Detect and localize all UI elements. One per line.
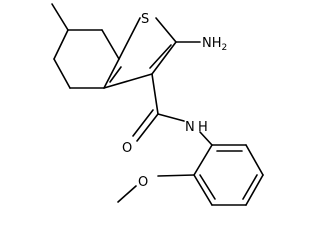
bond [157, 113, 185, 122]
methoxy-group [117, 174, 195, 203]
bond [199, 131, 213, 146]
bond [103, 58, 120, 89]
bond [151, 41, 177, 75]
amino-subscript: 2 [222, 43, 228, 53]
bond [149, 44, 172, 69]
methyl-bond [51, 3, 69, 31]
amino-nh: NH [202, 36, 222, 51]
molecule-drawing: S NH2 N H O O [51, 3, 264, 206]
benzene-ring [193, 144, 264, 206]
amide-h-label: H [198, 120, 208, 135]
bond [53, 58, 71, 89]
sulfur-label: S [141, 12, 149, 27]
thiophene-ring [103, 17, 177, 89]
bond [157, 174, 195, 177]
methoxy-oxygen-label: O [138, 175, 148, 190]
amide-n-label: N [185, 120, 195, 135]
bond [109, 66, 122, 83]
bond [53, 29, 69, 60]
bond [193, 144, 213, 176]
bond [118, 17, 141, 60]
bond [151, 73, 159, 115]
bond [193, 174, 213, 206]
bond [117, 185, 137, 203]
structure-canvas: S NH2 N H O O [51, 3, 264, 206]
amino-label: NH2 [202, 36, 227, 53]
carbonyl-oxygen-label: O [122, 141, 132, 156]
carboxamide [132, 73, 213, 146]
bond [242, 174, 258, 200]
bond [155, 17, 177, 43]
carbonyl-bond [136, 113, 159, 142]
cyclohexane-ring [51, 3, 120, 89]
bond [245, 174, 264, 206]
carbonyl-bond [132, 109, 154, 137]
bond [103, 73, 153, 89]
bond [245, 144, 264, 176]
bond [101, 29, 120, 60]
bond [199, 174, 216, 200]
